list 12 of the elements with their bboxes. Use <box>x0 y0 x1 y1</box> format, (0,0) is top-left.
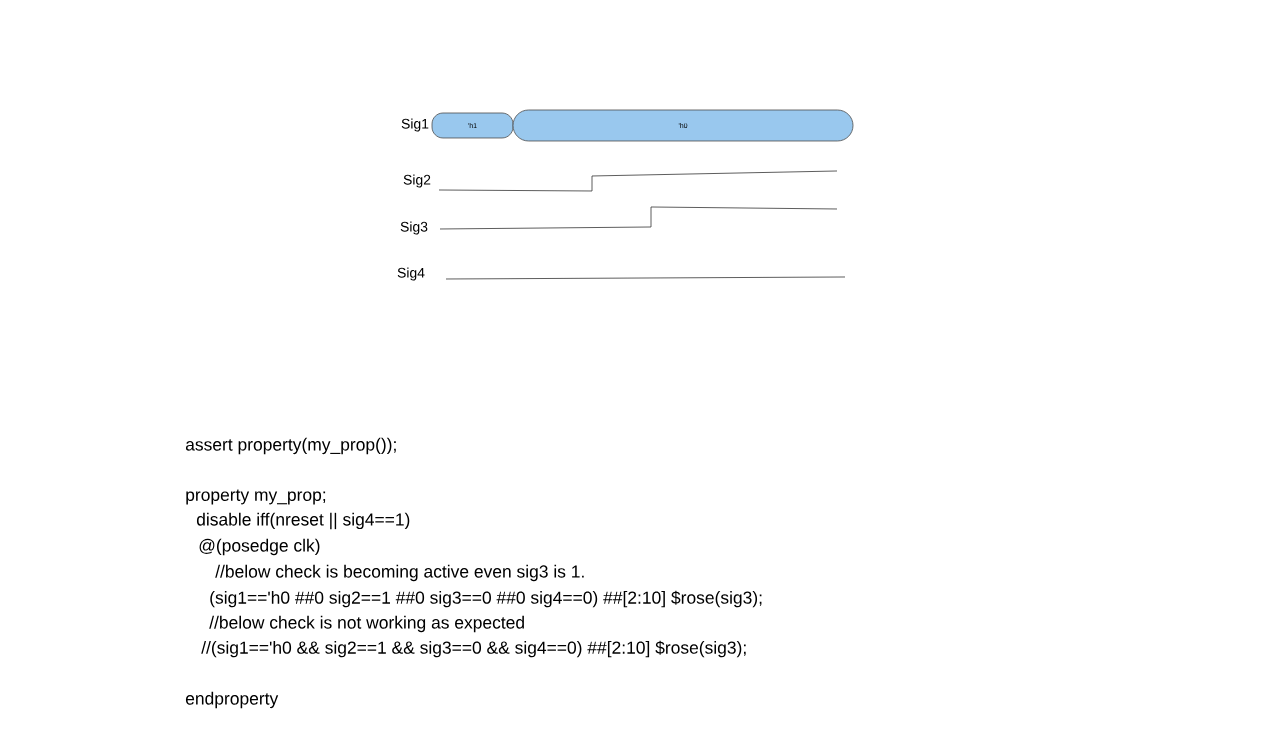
code-line: //(sig1=='h0 && sig2==1 && sig3==0 && sig4==0) ##[2:10] $rose(sig3); <box>201 640 746 658</box>
signal-label: Sig2 <box>403 174 431 188</box>
code-line: (sig1=='h0 ##0 sig2==1 ##0 sig3==0 ##0 sig4==0) ##[2:10] $rose(sig3); <box>210 590 762 608</box>
code-line: endproperty <box>185 691 279 709</box>
code-line: //below check is becoming active even sig3 is 1. <box>215 564 584 582</box>
code-line: assert property(my_prop()); <box>185 437 396 455</box>
signal-label: Sig3 <box>400 221 428 235</box>
code-line: //below check is not working as expected <box>209 615 524 633</box>
code-line: disable iff(nreset || sig4==1) <box>196 512 410 530</box>
signal-label: Sig4 <box>397 267 425 281</box>
code-line: @(posedge clk) <box>199 538 320 556</box>
code-line: property my_prop; <box>186 489 326 505</box>
